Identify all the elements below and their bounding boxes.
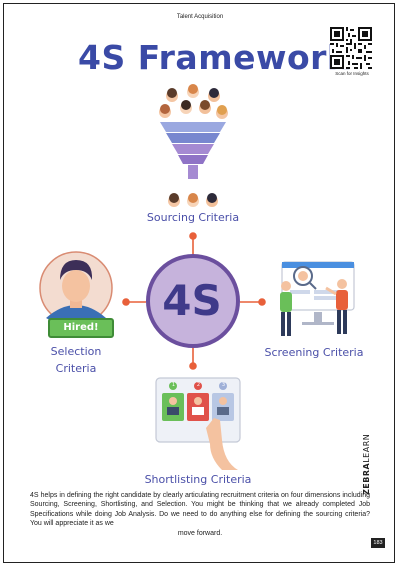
candidate-avatars-top <box>159 84 228 119</box>
sourcing-criteria-label: Sourcing Criteria <box>146 211 240 224</box>
page-title: 4S Framework <box>78 38 350 77</box>
center-circle <box>146 254 240 348</box>
center-label: 4S <box>162 276 222 325</box>
body-paragraph: 4S helps in defining the right candidate… <box>30 491 370 538</box>
shortlisting-illustration <box>155 377 241 470</box>
hired-badge: Hired! <box>48 318 114 338</box>
funnel-illustration <box>159 84 228 207</box>
brand-name-bold: ZEBRA <box>362 462 371 495</box>
body-paragraph-main: 4S helps in defining the right candidate… <box>30 492 370 528</box>
shortlisting-criteria-label: Shortlisting Criteria <box>144 473 252 486</box>
body-paragraph-end: move forward. <box>177 529 223 537</box>
brand-name-light: LEARN <box>362 433 371 463</box>
shortlist-number-2: 2 <box>196 382 201 388</box>
candidate-avatars-bottom <box>168 193 218 207</box>
screening-illustration <box>280 261 355 336</box>
brand-logo: ZEBRALEARN <box>362 433 376 495</box>
selection-criteria-label-line1: Selection <box>50 345 102 358</box>
selected-candidate-avatar <box>39 251 113 325</box>
shortlist-number-3: 3 <box>221 382 226 388</box>
page-number: 183 <box>371 538 385 548</box>
section-header: Talent Acquisition <box>176 14 224 20</box>
shortlist-number-1: 1 <box>171 382 176 388</box>
selection-criteria-label-line2: Criteria <box>55 362 97 375</box>
qr-code[interactable] <box>330 27 372 69</box>
qr-caption: Scan for Insights <box>335 71 369 76</box>
connector-dots <box>122 232 266 370</box>
screening-criteria-label: Screening Criteria <box>264 346 364 359</box>
